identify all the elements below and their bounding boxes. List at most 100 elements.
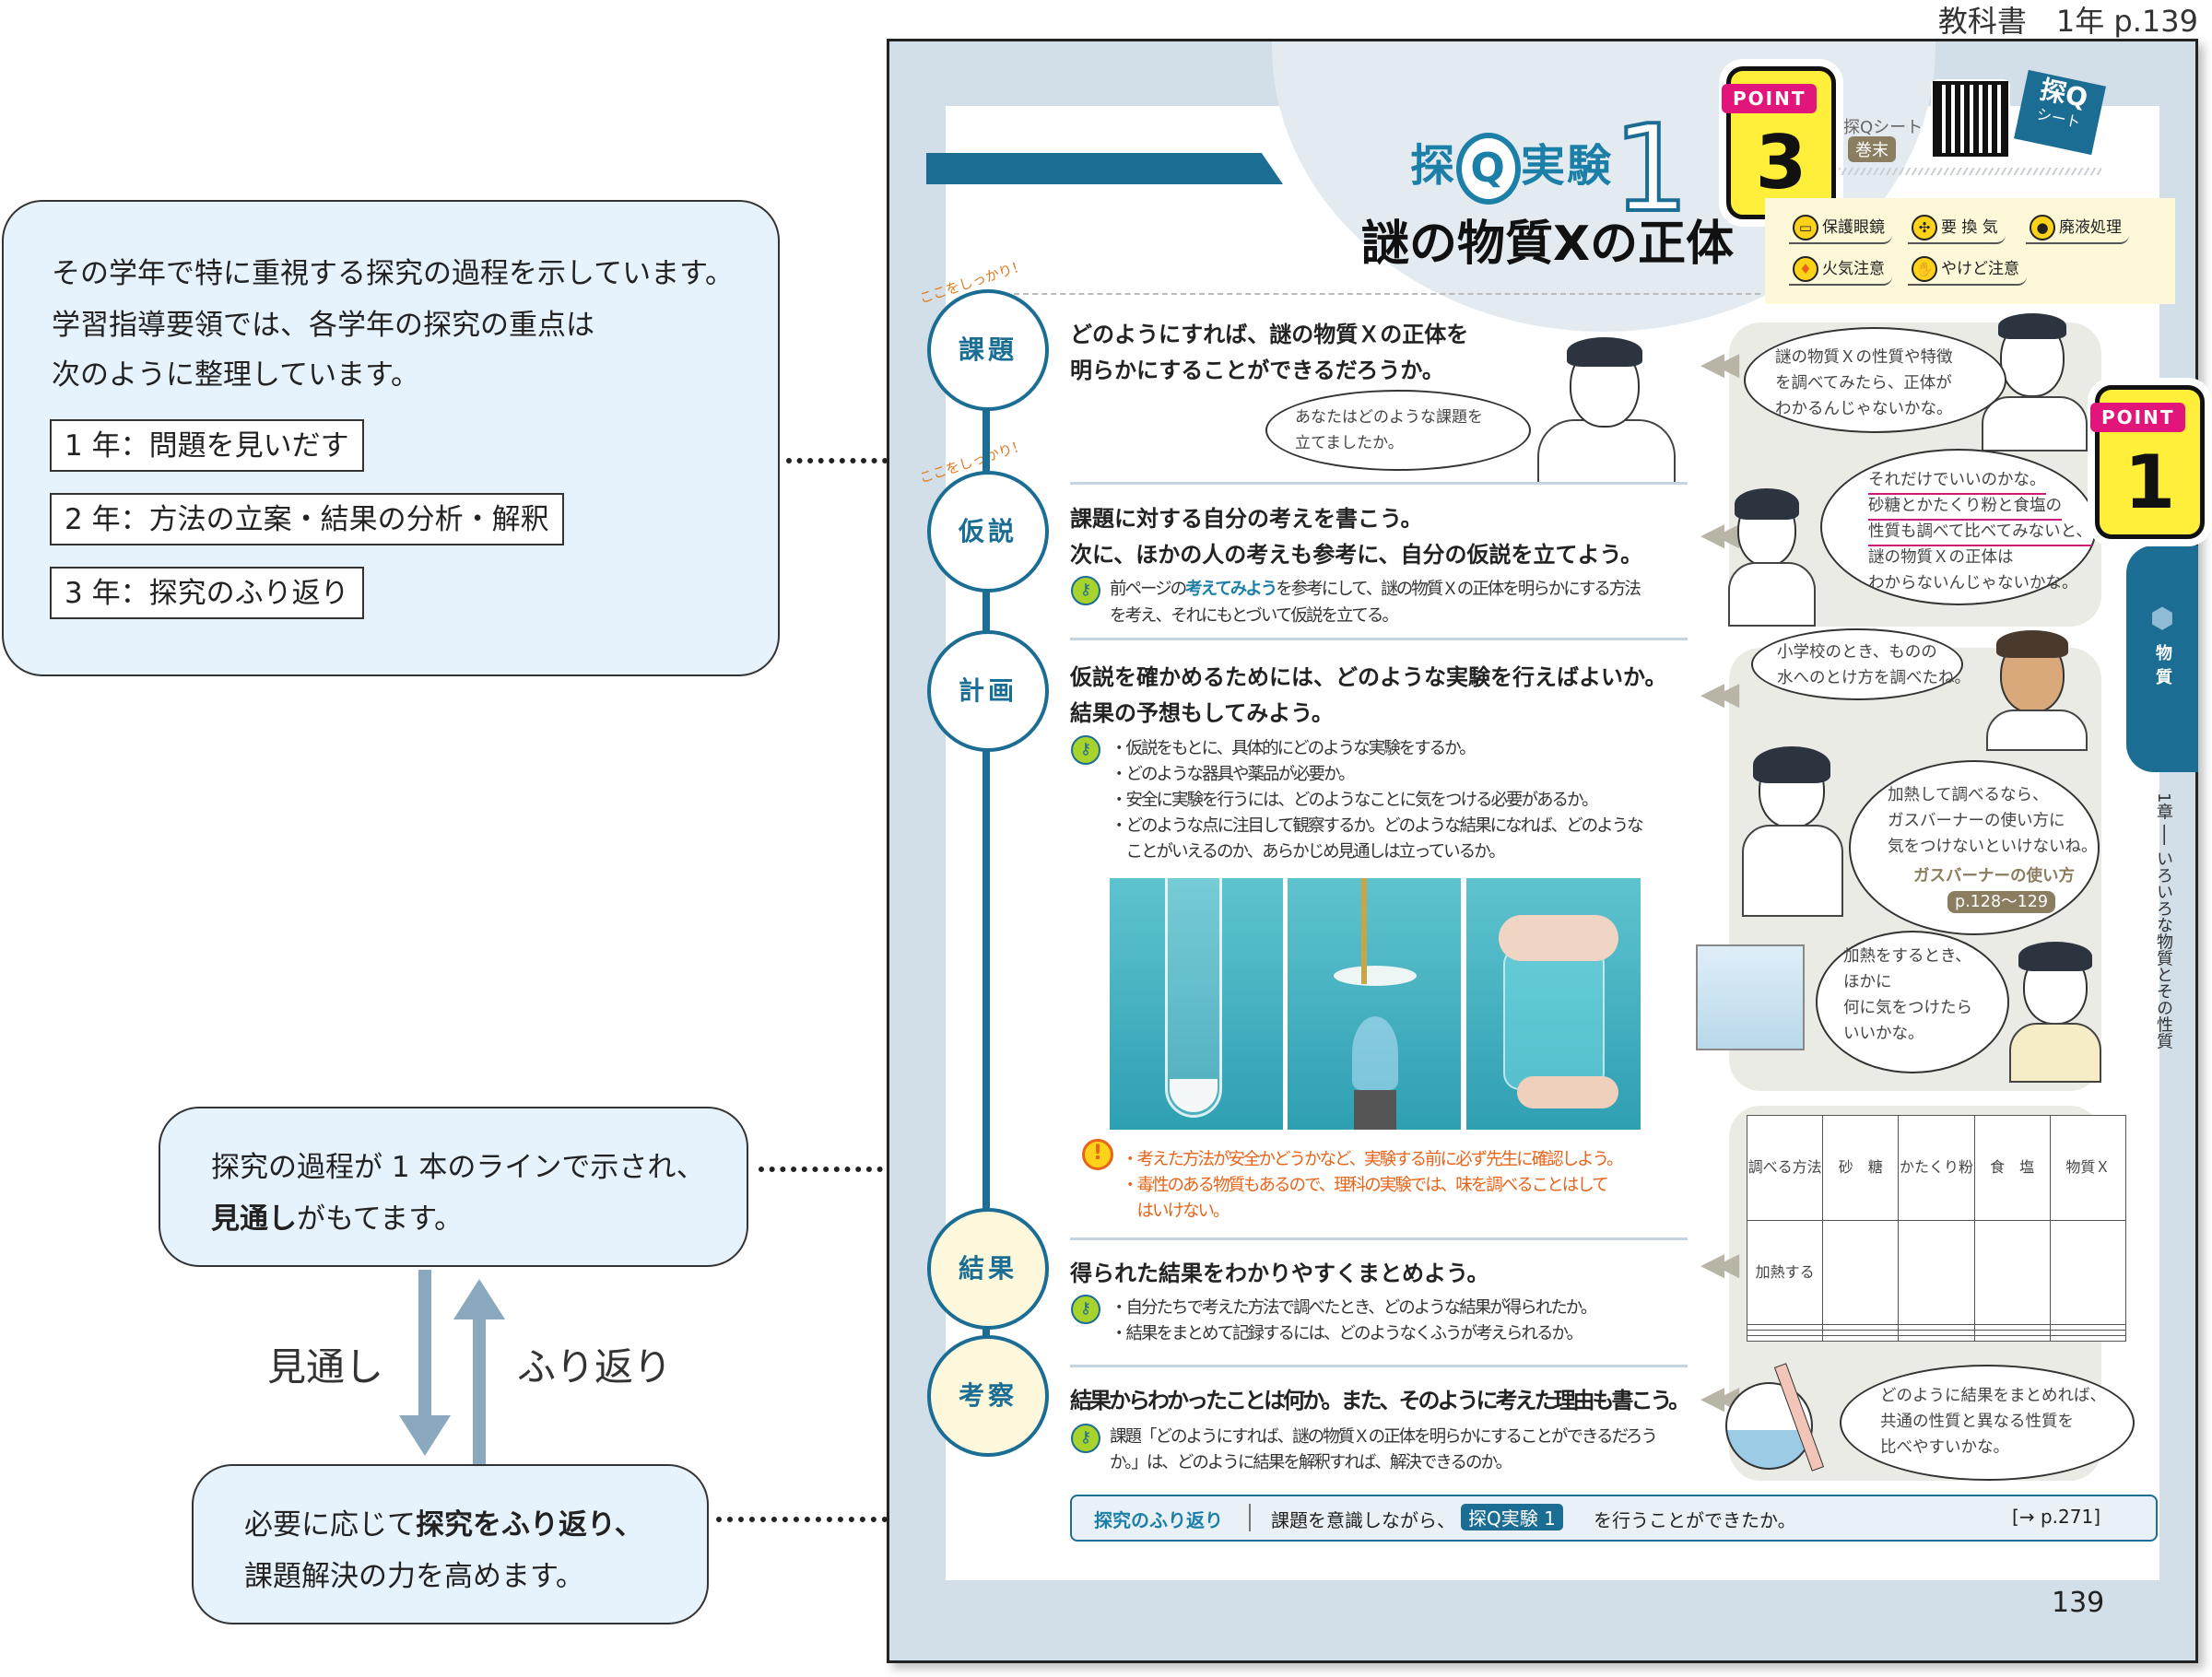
chevron-left-icon: ◀◀ <box>1700 1246 1739 1283</box>
bubble-text: 共通の性質と異なる性質を <box>1880 1413 2074 1431</box>
student-illustration <box>1728 562 1816 627</box>
qr-code-icon[interactable] <box>1931 79 2010 158</box>
bubble-text: 水へのとけ方を調べたね。 <box>1777 669 1971 687</box>
step-kadai: 課題 <box>927 289 1049 411</box>
point-1-badge: POINT 1 <box>2090 385 2205 539</box>
results-table: 調べる方法 砂 糖 かたくり粉 食 塩 物質Ｘ 加熱する <box>1746 1115 2127 1342</box>
chevron-left-icon: ◀◀ <box>1700 1379 1739 1416</box>
student-hair <box>1996 630 2068 658</box>
year2-focus: 2 年：方法の立案・結果の分析・解釈 <box>50 493 564 545</box>
keikaku-bullet: ・どのような器具や薬品が必要か。 <box>1111 765 1356 784</box>
key-icon: ⚷ <box>1071 735 1100 765</box>
annotation-reflection: 必要に応じて探究をふり返り、 課題解決の力を高めます。 <box>192 1464 709 1624</box>
safety-label: 火気注意 <box>1822 260 1885 278</box>
bubble-text: ガスバーナーの使い方に <box>1888 812 2065 830</box>
arrow-up-icon <box>453 1279 505 1319</box>
speech-bubble: 謎の物質Ｘの性質や特徴 を調べてみたら、正体が わかるんじゃないかな。 <box>1744 327 2006 433</box>
arrow-down-icon <box>399 1415 451 1456</box>
hexagon-icon: ⬢ <box>2149 603 2175 635</box>
kadai-question: どのようにすれば、謎の物質Ｘの正体を <box>1070 322 1469 347</box>
annotation-line: 必要に応じて探究をふり返り、 <box>244 1501 643 1542</box>
section-divider <box>1070 482 1688 485</box>
bubble-text: 加熱して調べるなら、 <box>1888 786 2049 804</box>
page-reference-header: 教科書 1年 p.139 <box>1937 4 2198 39</box>
table-cell[interactable] <box>1746 1335 1824 1342</box>
title-suffix: 実験 <box>1521 140 1614 192</box>
bubble-text: いいかな。 <box>1843 1025 1924 1043</box>
chapter-tab-matter[interactable]: ⬢ 物質 <box>2126 545 2198 772</box>
table-cell: 加熱する <box>1746 1219 1824 1326</box>
table-cell[interactable] <box>1973 1219 2051 1326</box>
teacher-illustration <box>1537 419 1676 484</box>
table-cell[interactable] <box>1746 1324 1824 1331</box>
keikaku-question: 仮説を確かめるためには、どのような実験を行えばよいか。 <box>1070 664 1667 690</box>
table-cell[interactable] <box>1822 1335 1900 1342</box>
safety-warning: はいけない。 <box>1122 1202 1230 1221</box>
bubble-text: 比べやすいかな。 <box>1880 1438 2009 1457</box>
tab-label: 物質 <box>2153 644 2172 692</box>
key-icon: ⚷ <box>1071 1295 1100 1324</box>
fan-icon: ✣ <box>1912 215 1937 240</box>
kousatsu-hint: 課題「どのようにすれば、謎の物質Ｘの正体を明らかにすることができるだろう <box>1110 1427 1658 1447</box>
arrow-down-shaft <box>418 1270 431 1417</box>
student-illustration <box>1986 710 2088 751</box>
hatch-decoration <box>1839 168 2101 175</box>
inquiry-process-line <box>982 405 990 1336</box>
table-cell[interactable] <box>1973 1335 2051 1342</box>
section-divider <box>1070 1237 1688 1240</box>
student-illustration <box>1742 825 1843 917</box>
photo-jar <box>1466 878 1641 1130</box>
key-icon: ⚷ <box>1071 1424 1100 1453</box>
speech-bubble: それだけでいいのかな。 砂糖とかたくり粉と食塩の 性質も調べて比べてみないと、 … <box>1820 449 2097 605</box>
annotation-bold: 見通し <box>211 1202 297 1236</box>
annotation-text: がもてます。 <box>297 1202 464 1236</box>
reflection-label: ふり返り <box>517 1344 673 1390</box>
table-cell[interactable] <box>1898 1335 1975 1342</box>
bubble-text-underlined: 性質も調べて比べてみないと、 <box>1868 519 2092 546</box>
gas-burner-link[interactable]: ガスバーナーの使い方 <box>1913 867 2075 885</box>
table-header: 調べる方法 <box>1746 1115 1824 1221</box>
gas-burner-page-tag[interactable]: p.128〜129 <box>1947 891 2055 913</box>
keikaku-bullet: ・仮説をもとに、具体的にどのような実験をするか。 <box>1111 739 1477 758</box>
bubble-text: わからないんじゃないかな。 <box>1868 574 2078 592</box>
safety-waste: ●廃液処理 <box>2026 212 2129 244</box>
table-cell[interactable] <box>2049 1335 2127 1342</box>
table-cell[interactable] <box>1898 1219 1975 1326</box>
safety-burn: ✋やけど注意 <box>1908 253 2027 286</box>
annotation-line: その学年で特に重視する探究の過程を示しています。 <box>52 257 734 290</box>
bubble-text-underlined: それだけでいいのかな。 <box>1868 467 2046 495</box>
reflection-page-link[interactable]: [→ p.271] <box>2012 1506 2100 1528</box>
chevron-left-icon: ◀◀ <box>1700 516 1739 553</box>
page-number: 139 <box>2052 1587 2105 1619</box>
table-cell[interactable] <box>2049 1219 2127 1326</box>
point-label: POINT <box>2090 403 2186 432</box>
point-label: POINT <box>1722 84 1818 113</box>
table-header: 砂 糖 <box>1822 1115 1900 1221</box>
safety-label: やけど注意 <box>1941 260 2019 278</box>
student-illustration <box>1982 396 2088 452</box>
reflection-text: を行うことができたか。 <box>1594 1509 1796 1531</box>
droplet-icon: ● <box>2030 215 2055 240</box>
safety-warning: ・考えた方法が安全かどうかなど、実験する前に必ず先生に確認しよう。 <box>1122 1150 1623 1169</box>
table-cell[interactable] <box>1822 1219 1900 1326</box>
title-number: 1 <box>1611 99 1691 239</box>
kousatsu-hint: か。」は、どのように結果を解釈すれば、解決できるのか。 <box>1110 1453 1512 1472</box>
bubble-text: 小学校のとき、ものの <box>1777 643 1937 662</box>
hint-link[interactable]: 考えてみよう <box>1185 580 1277 599</box>
bubble-text: 謎の物質Ｘの正体は <box>1868 548 2014 567</box>
point-number: 1 <box>2124 440 2176 525</box>
experiment-subtitle: 謎の物質Xの正体 <box>1361 217 1735 272</box>
hint-text: を参考にして、謎の物質Ｘの正体を明らかにする方法 <box>1276 580 1641 599</box>
student-illustration <box>2009 1023 2101 1083</box>
annotation-line: 次のように整理しています。 <box>52 358 419 392</box>
bubble-text-underlined: 砂糖とかたくり粉と食塩の <box>1868 493 2062 521</box>
annotation-bold: 探究をふり返り、 <box>416 1508 643 1542</box>
title-q-icon: Q <box>1456 133 1522 205</box>
photo-burner-spoon <box>1288 878 1461 1130</box>
safety-fire: ♦火気注意 <box>1789 253 1892 286</box>
chevron-left-icon: ◀◀ <box>1700 675 1739 712</box>
table-cell[interactable] <box>2049 1324 2127 1331</box>
connector-dots <box>786 458 920 463</box>
kousatsu-question: 結果からわかったことは何か。また、そのように考えた理由も書こう。 <box>1070 1388 1690 1413</box>
safety-ventilation: ✣要 換 気 <box>1908 212 2006 244</box>
